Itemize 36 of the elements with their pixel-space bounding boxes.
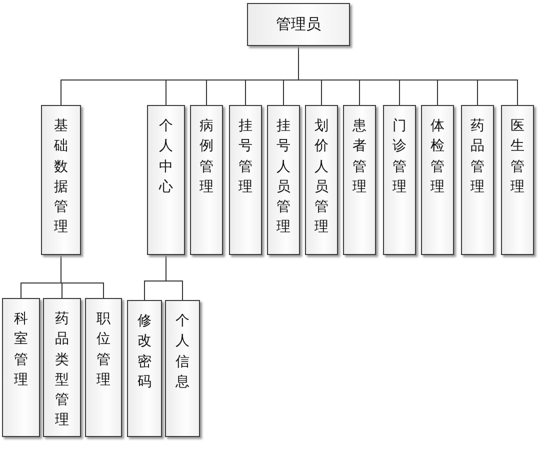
org-box — [229, 105, 262, 255]
node-label: 科室管理 — [14, 310, 28, 390]
node-label: 门诊管理 — [392, 117, 406, 197]
node-label: 挂号人员管理 — [276, 117, 290, 238]
node-label: 体检管理 — [430, 117, 444, 197]
org-box — [43, 298, 81, 437]
node-label: 挂号管理 — [238, 117, 252, 197]
node-label: 管理员 — [276, 15, 321, 34]
org-box — [85, 298, 122, 437]
node-label: 药品管理 — [470, 117, 484, 197]
org-box — [247, 3, 350, 46]
org-box — [190, 105, 223, 255]
node-label: 职位管理 — [96, 310, 110, 390]
org-box — [2, 298, 40, 437]
node-label: 病例管理 — [200, 117, 214, 197]
node-label: 药品类型管理 — [55, 310, 69, 430]
connector-line — [298, 46, 518, 106]
org-box — [267, 105, 300, 255]
org-box — [147, 105, 185, 255]
connector-line — [166, 254, 183, 300]
node-label: 修改密码 — [138, 312, 152, 392]
node-label: 划价人员管理 — [314, 117, 328, 238]
org-box — [461, 105, 494, 255]
org-box — [165, 300, 200, 437]
org-box — [305, 105, 338, 255]
node-label: 医生管理 — [510, 117, 524, 197]
node-label: 个人信息 — [176, 312, 190, 392]
org-box — [421, 105, 454, 255]
org-box — [383, 105, 416, 255]
org-box — [343, 105, 376, 255]
org-box — [127, 300, 162, 437]
node-label: 个人中心 — [159, 117, 173, 197]
node-label: 基础数据管理 — [54, 117, 68, 238]
org-box — [41, 105, 81, 255]
org-box — [501, 105, 534, 255]
node-label: 患者管理 — [352, 117, 366, 197]
